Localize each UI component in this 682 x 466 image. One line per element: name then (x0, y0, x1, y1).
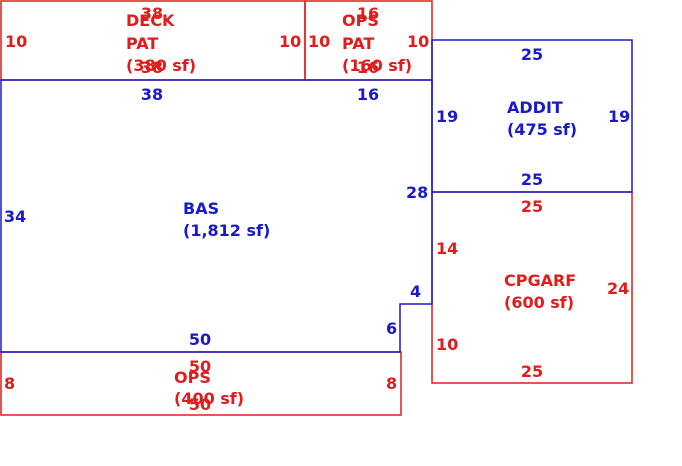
dim-deck-left: 10 (5, 32, 27, 51)
bas-name: BAS (183, 199, 219, 218)
dim-addit-top: 25 (521, 45, 543, 64)
dim-opspat-bottom: 16 (357, 58, 379, 77)
deck-pat-name2: PAT (126, 34, 158, 53)
dim-opspat-left: 10 (308, 32, 330, 51)
dim-opspat-top: 16 (357, 4, 379, 23)
dim-cpgarf-bottom: 25 (521, 362, 543, 381)
ops-name: OPS (174, 368, 211, 387)
dim-bas-top-left: 38 (141, 85, 163, 104)
dim-deck-bottom: 38 (141, 58, 163, 77)
dim-ops-top: 50 (189, 357, 211, 376)
dim-ops-right: 8 (386, 374, 397, 393)
dim-cpgarf-top: 25 (521, 197, 543, 216)
ops-pat-name2: PAT (342, 34, 374, 53)
addit-name: ADDIT (507, 98, 563, 117)
addit-size: (475 sf) (507, 120, 577, 139)
addit-outline (431, 39, 633, 193)
dim-addit-left: 19 (436, 107, 458, 126)
dim-opspat-right: 10 (407, 32, 429, 51)
dim-cpgarf-right: 24 (607, 279, 629, 298)
dim-cpgarf-left-upper: 14 (436, 239, 458, 258)
dim-ops-left: 8 (4, 374, 15, 393)
ops-pat-size: (160 sf) (342, 56, 412, 75)
dim-deck-right: 10 (279, 32, 301, 51)
dim-addit-right: 19 (608, 107, 630, 126)
bas-size: (1,812 sf) (183, 221, 270, 240)
dim-bas-bottom: 50 (189, 330, 211, 349)
cpgarf-size: (600 sf) (504, 293, 574, 312)
dim-addit-bottom: 25 (521, 170, 543, 189)
dim-bas-step-vertical: 6 (386, 319, 397, 338)
dim-bas-step-horizontal: 4 (410, 282, 421, 301)
ops-pat-name: OPS (342, 11, 379, 30)
dim-bas-left: 34 (4, 207, 26, 226)
dim-deck-top: 38 (141, 4, 163, 23)
deck-pat-size: (380 sf) (126, 56, 196, 75)
dim-cpgarf-left-lower: 10 (436, 335, 458, 354)
cpgarf-name: CPGARF (504, 271, 576, 290)
dim-bas-top-right: 16 (357, 85, 379, 104)
dim-bas-right-upper: 28 (406, 183, 428, 202)
deck-pat-name: DECK (126, 11, 175, 30)
ops-size: (400 sf) (174, 389, 244, 408)
dim-ops-bottom: 50 (189, 395, 211, 414)
